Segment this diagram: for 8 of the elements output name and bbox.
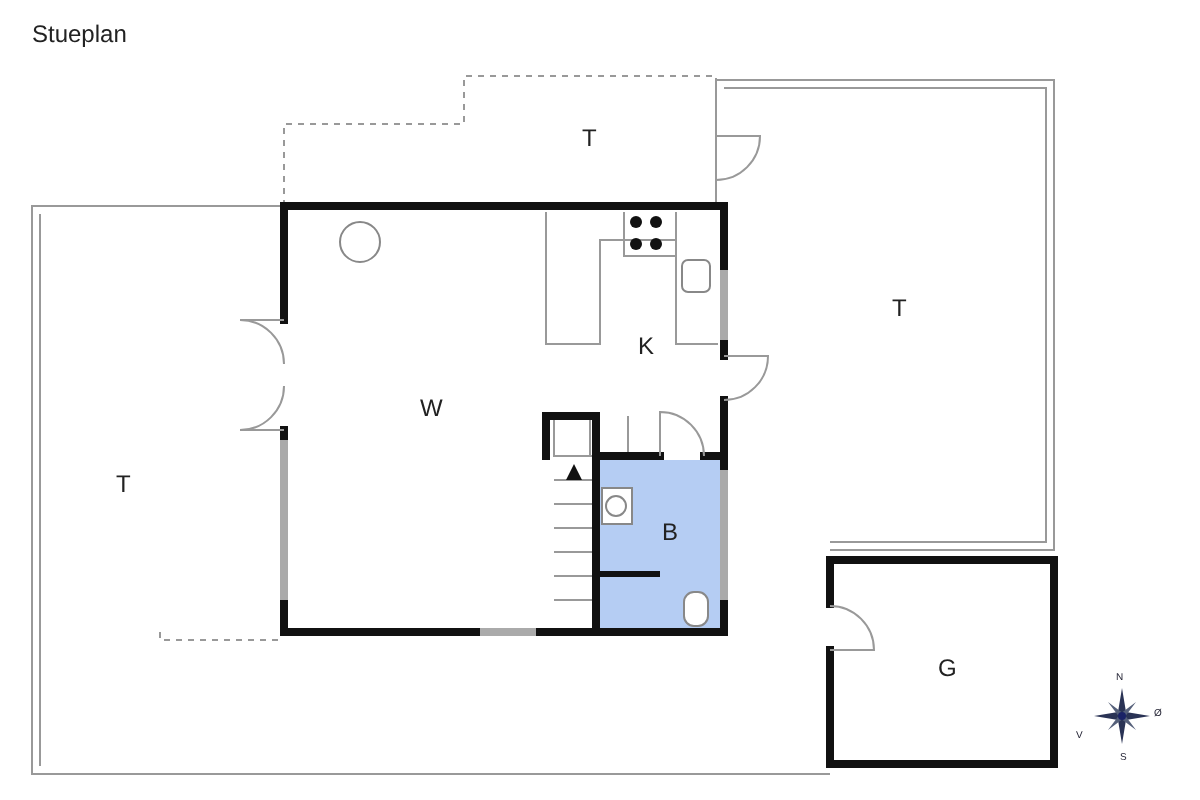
room-label: T: [582, 126, 597, 150]
room-label: T: [892, 296, 907, 320]
room-label: K: [638, 334, 655, 358]
room-label: G: [938, 656, 957, 680]
room-label: W: [420, 396, 443, 420]
plan-title: Stueplan: [32, 22, 127, 46]
room-label: T: [116, 472, 131, 496]
room-label: B: [662, 520, 679, 544]
